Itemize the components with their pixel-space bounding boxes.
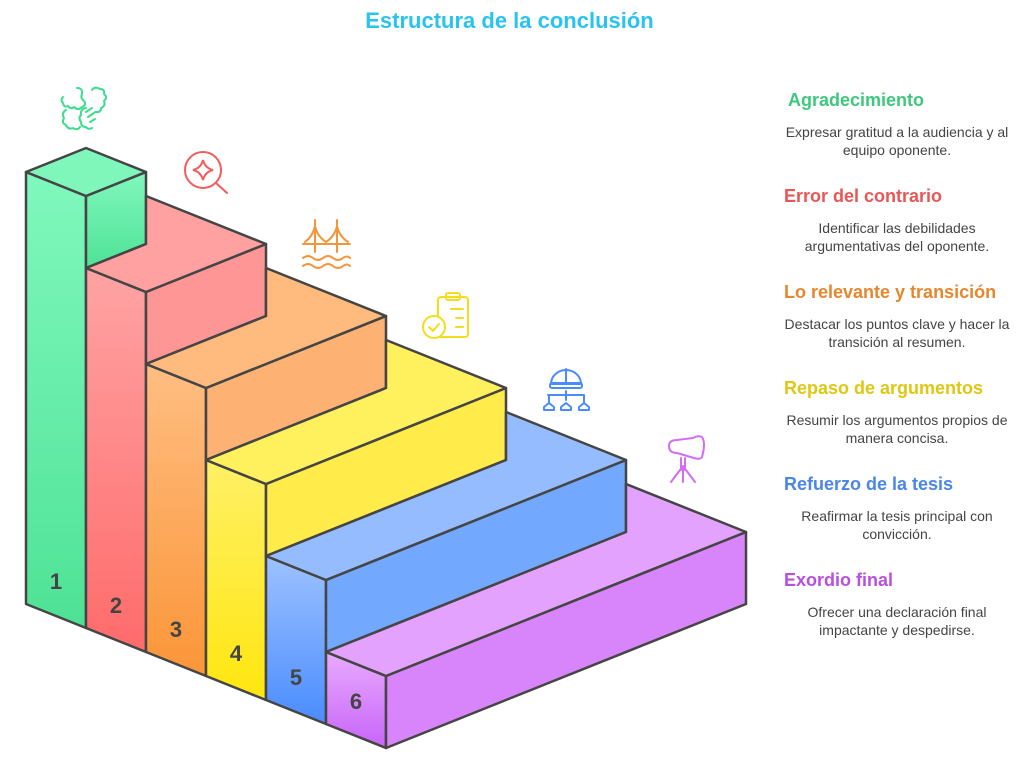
page-title: Estructura de la conclusión — [365, 8, 654, 33]
step-item-4: Repaso de argumentos Resumir los argumen… — [782, 378, 1012, 447]
step-number-2: 2 — [110, 593, 122, 618]
step-number-6: 6 — [350, 689, 362, 714]
step-item-2: Error del contrario Identificar las debi… — [782, 186, 1012, 255]
step-description-4: Resumir los argumentos propios de manera… — [786, 412, 1008, 446]
step-block-4 — [204, 338, 508, 702]
step-block-3 — [144, 266, 388, 678]
leadership-hierarchy-icon — [543, 368, 590, 411]
step-block-2 — [84, 194, 268, 654]
step-heading-2: Error del contrario — [784, 186, 943, 206]
magnifier-sparkle-icon — [184, 151, 228, 194]
handshake-icon — [60, 86, 107, 131]
step-number-5: 5 — [290, 665, 302, 690]
step-number-3: 3 — [170, 617, 182, 642]
bridge-icon — [302, 219, 351, 269]
clipboard-check-icon — [422, 292, 469, 339]
step-heading-6: Exordio final — [784, 570, 894, 590]
step-block-6 — [324, 482, 748, 750]
step-number-1: 1 — [50, 569, 62, 594]
step-description-1: Expresar gratitud a la audiencia y al eq… — [785, 124, 1009, 158]
step-description-5: Reafirmar la tesis principal con convicc… — [801, 508, 993, 542]
step-item-3: Lo relevante y transición Destacar los p… — [782, 282, 1012, 351]
step-description-2: Identificar las debilidades argumentativ… — [804, 220, 990, 254]
step-item-5: Refuerzo de la tesis Reafirmar la tesis … — [782, 474, 1012, 543]
step-heading-5: Refuerzo de la tesis — [784, 474, 954, 494]
step-description-6: Ofrecer una declaración final impactante… — [807, 604, 987, 638]
step-item-6: Exordio final Ofrecer una declaración fi… — [782, 570, 1012, 639]
step-number-4: 4 — [230, 641, 243, 666]
step-heading-3: Lo relevante y transición — [784, 282, 997, 302]
step-description-3: Destacar los puntos clave y hacer la tra… — [784, 316, 1010, 350]
spotlight-icon — [668, 435, 705, 483]
step-heading-4: Repaso de argumentos — [784, 378, 984, 398]
step-block-5 — [264, 410, 628, 726]
step-heading-1: Agradecimiento — [788, 90, 925, 110]
step-item-1: Agradecimiento Expresar gratitud a la au… — [782, 90, 1012, 159]
